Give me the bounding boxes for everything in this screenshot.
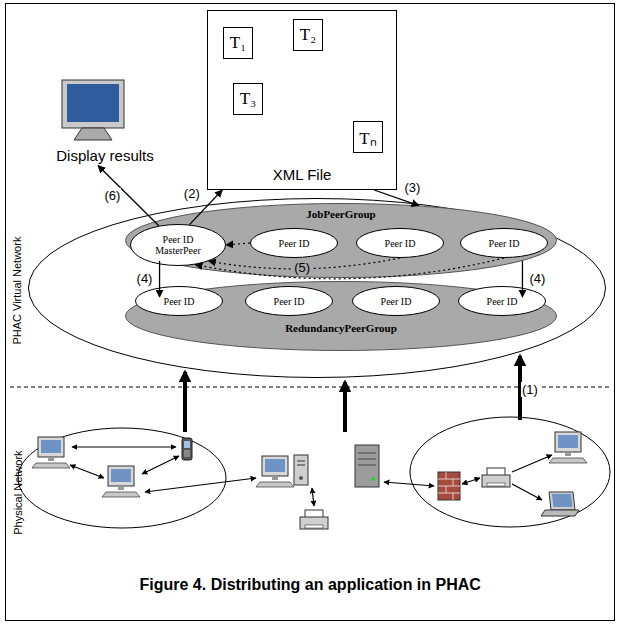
computer-icon (549, 432, 587, 463)
task-box-text: Tₙ (359, 126, 376, 149)
text-holder: Peer ID (460, 228, 548, 258)
step-number: (6) (103, 188, 121, 203)
ellipse-shape (459, 287, 546, 316)
display-results: Display results (35, 143, 175, 166)
step-number: (2) (183, 186, 201, 201)
task-box: T₂ (293, 19, 323, 51)
ellipse-shape (126, 204, 557, 278)
redundancy-peer-group-text: RedundancyPeerGroup (285, 322, 397, 334)
text-holder: Peer ID (245, 286, 333, 316)
peer-node: Peer ID (245, 286, 333, 316)
printer-icon (482, 468, 510, 487)
task-box: T₁ (223, 27, 253, 59)
peer-node: Peer ID (135, 286, 223, 316)
step-number: (3) (403, 180, 421, 195)
ellipse-shape (136, 287, 223, 316)
flow-arrow (522, 261, 523, 297)
ellipse-shape (29, 199, 606, 378)
text-holder: T₃ (234, 84, 262, 114)
text-holder: Display results (35, 143, 175, 166)
ellipse-shape (461, 229, 548, 258)
peer-node: Peer ID (460, 228, 548, 258)
peer-node: Peer ID (250, 228, 338, 258)
ellipse-shape (126, 282, 557, 351)
peer-id-text: Peer ID (164, 296, 195, 307)
task-box: Tₙ (353, 121, 383, 153)
ellipse-shape (357, 229, 444, 258)
text-holder: Peer ID (356, 228, 444, 258)
task-box-text: T₃ (240, 89, 256, 109)
peer-id-text: Peer ID (487, 296, 518, 307)
text-holder: T₁ (224, 28, 252, 58)
peer-node: Peer IDMasterPeer (130, 224, 226, 266)
figure-caption: Figure 4. Distributing an application in… (140, 576, 481, 594)
ellipse-shape (131, 225, 226, 266)
text-holder: Peer ID (352, 286, 440, 316)
printer-icon (300, 510, 328, 529)
network-layer-label: Physical Network (12, 450, 25, 534)
laptop-icon (541, 492, 579, 516)
display-monitor-icon (62, 80, 124, 140)
computer-icon (32, 437, 70, 468)
ellipse-shape (251, 229, 338, 258)
physical-network (18, 417, 610, 529)
job-peer-group-text: JobPeerGroup (306, 208, 375, 220)
peer-id-text: Peer ID (279, 238, 310, 249)
flow-arrow (98, 166, 159, 226)
display-results-text: Display results (56, 147, 154, 164)
xml-file-box-text: XML File (273, 166, 332, 183)
step-number: (4) (136, 271, 154, 286)
step-number: (4) (528, 271, 546, 286)
peer-id-text: Peer ID (163, 234, 194, 245)
computer-icon (102, 466, 140, 497)
step-number: (5) (293, 260, 311, 275)
xml-file-box: XML File T₁ T₂ T₃ Tₙ (207, 10, 397, 190)
computer-icon (256, 456, 294, 487)
task-box-text: T₂ (300, 25, 316, 45)
text-holder: Peer ID (135, 286, 223, 316)
callout-number: (1) (521, 382, 539, 397)
phone-icon (182, 438, 192, 460)
task-box-text: T₁ (230, 33, 246, 53)
server-icon (355, 445, 379, 487)
tower-icon (294, 455, 308, 485)
peer-id-text: Peer ID (385, 238, 416, 249)
text-holder: Peer IDMasterPeer (130, 224, 226, 266)
virtual-network-ellipse: PHAC Virtual NetworkJobPeerGroupPeer IDM… (28, 198, 606, 378)
task-box: T₃ (233, 83, 263, 115)
peer-node: Peer ID (356, 228, 444, 258)
job-peer-group: JobPeerGroupPeer IDMasterPeerPeer IDPeer… (125, 203, 557, 278)
text-holder: Tₙ (354, 122, 382, 152)
flow-arrow (159, 261, 160, 297)
redundancy-peer-group: RedundancyPeerGroup Peer ID Peer ID Peer ID… (125, 281, 557, 351)
master-peer-text: MasterPeer (155, 245, 201, 256)
group-heading: PHAC Virtual Network (11, 236, 24, 344)
peer-id-text: Peer ID (381, 296, 412, 307)
join-arrows (185, 356, 520, 432)
peer-id-text: Peer ID (489, 238, 520, 249)
ellipse-shape (353, 287, 440, 316)
text-holder: Peer ID (250, 228, 338, 258)
text-holder: Peer ID (458, 286, 546, 316)
firewall-icon (438, 472, 460, 500)
peer-id-text: Peer ID (274, 296, 305, 307)
peer-node: Peer ID (352, 286, 440, 316)
ellipse-shape (246, 287, 333, 316)
text-holder: T₂ (294, 20, 322, 50)
peer-node: Peer ID (458, 286, 546, 316)
